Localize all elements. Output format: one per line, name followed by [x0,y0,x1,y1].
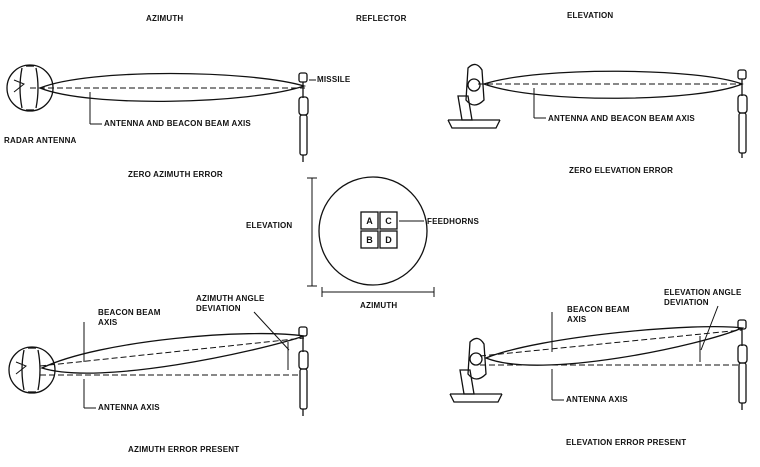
azimuth-title: AZIMUTH [146,14,184,23]
azimuth-zero-error-view [6,64,316,162]
feedhorn-cell-b [360,230,379,249]
missile-label: MISSILE [317,75,351,84]
feedhorns-label: FEEDHORNS [427,217,480,226]
antenna-beacon-axis-label-left: ANTENNA AND BEACON BEAM AXIS [104,119,251,128]
antenna-beacon-axis-label-right: ANTENNA AND BEACON BEAM AXIS [548,114,695,123]
beacon-beam-axis-label-left: BEACON BEAM AXIS [98,308,161,327]
radar-antenna-label: RADAR ANTENNA [4,136,77,145]
elevation-title: ELEVATION [567,11,614,20]
elevation-dimension-arrow [307,177,317,287]
beacon-beam-axis-label-right: BEACON BEAM AXIS [567,305,630,324]
radar-antenna-top-view-icon [8,346,56,394]
radar-antenna-side-view-icon [447,63,501,129]
antenna-axis-label-left: ANTENNA AXIS [98,403,160,412]
feedhorn-a-label: A [366,215,373,226]
elevation-error-present-label: ELEVATION ERROR PRESENT [566,438,687,447]
deviation-leader [700,305,719,351]
elevation-zero-error-view [447,63,748,158]
deviation-leader [253,311,290,351]
beacon-beam-axis-line [479,329,743,357]
elevation-error-view [449,305,748,410]
beam-lobe [481,70,744,99]
beacon-beam-axis-line [39,337,305,367]
beam-lobe [40,332,305,374]
missile-icon [298,72,309,162]
antenna-axis-label-right: ANTENNA AXIS [566,395,628,404]
feedhorn-b-label: B [366,234,373,245]
radar-antenna-side-view-icon [449,337,503,403]
azimuth-angle-deviation-label: AZIMUTH ANGLE DEVIATION [196,294,265,313]
feedhorn-cell-d [379,230,398,249]
azimuth-error-present-label: AZIMUTH ERROR PRESENT [128,445,240,454]
feedhorn-cell-a [360,211,379,230]
beam-lobe [38,72,307,102]
reflector-title: REFLECTOR [356,14,407,23]
feedhorn-cell-c [379,211,398,230]
elevation-angle-deviation-label: ELEVATION ANGLE DEVIATION [664,288,742,307]
reflector-elevation-label: ELEVATION [246,221,293,230]
missile-icon [298,326,309,416]
missile-icon [737,69,748,158]
reflector-azimuth-label: AZIMUTH [360,301,398,310]
beam-lobe [484,325,745,366]
azimuth-error-view [8,311,309,416]
feedhorn-d-label: D [385,234,392,245]
reflector-circle [318,176,428,286]
reflector-view [307,176,435,297]
azimuth-dimension-arrow [321,287,435,297]
zero-elevation-error-label: ZERO ELEVATION ERROR [569,166,674,175]
feedhorn-c-label: C [385,215,392,226]
missile-icon [737,319,748,410]
zero-azimuth-error-label: ZERO AZIMUTH ERROR [128,170,223,179]
